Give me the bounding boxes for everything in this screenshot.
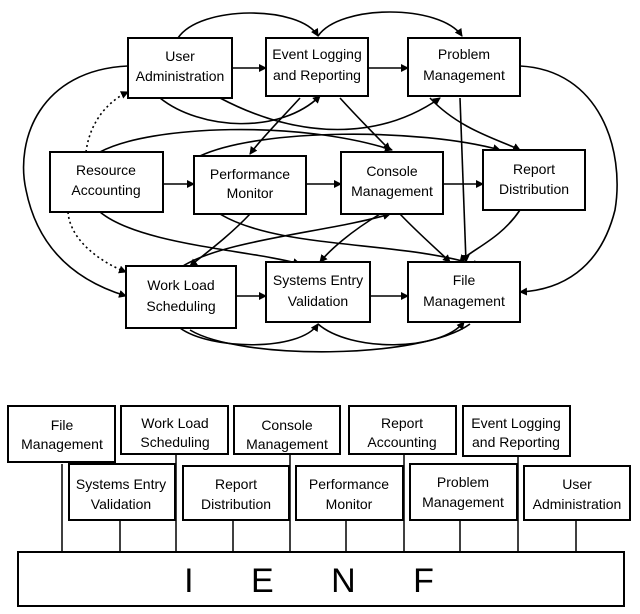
node-event-logging-line1: Event Logging <box>272 46 362 62</box>
node-performance-monitor[interactable]: Performance Monitor <box>193 155 307 215</box>
node-report-distribution-line2: Distribution <box>499 181 569 197</box>
bus-node-systems-entry-line2: Validation <box>91 496 151 512</box>
node-problem-management-line2: Management <box>423 67 505 83</box>
link-problem-file <box>459 97 470 263</box>
node-console-management-line1: Console <box>366 163 418 179</box>
node-console-management-line2: Management <box>351 183 433 199</box>
bus-node-work-load-line1: Work Load <box>141 415 208 431</box>
node-user-administration-line1: User <box>165 48 195 64</box>
node-event-logging-line2: and Reporting <box>273 67 361 83</box>
ienf-bus: I E N F <box>17 551 625 607</box>
bus-node-user-administration-line2: Administration <box>533 496 622 512</box>
node-event-logging[interactable]: Event Logging and Reporting <box>265 37 369 97</box>
bus-node-file-management-line2: Management <box>21 436 103 452</box>
node-work-load-scheduling-line1: Work Load <box>147 277 214 293</box>
node-report-distribution-line1: Report <box>513 161 555 177</box>
node-console-management[interactable]: Console Management <box>340 151 444 215</box>
bus-node-console-management-line1: Console <box>261 417 313 433</box>
link-arc-sysentry-file-bottom <box>317 321 465 346</box>
link-arc-user-event-top <box>177 12 319 39</box>
bus-node-user-administration-line1: User <box>562 476 592 492</box>
bus-node-event-logging[interactable]: Event Logging and Reporting <box>462 405 571 457</box>
node-resource-accounting-line2: Accounting <box>71 182 140 198</box>
bus-node-report-distribution-line1: Report <box>215 476 257 492</box>
link-resource-sysentry <box>99 211 301 266</box>
bus-node-problem-management-line2: Management <box>422 494 504 510</box>
node-file-management[interactable]: File Management <box>407 261 521 323</box>
link-perf-workload <box>189 213 251 267</box>
link-dotted-resource-user <box>85 91 129 153</box>
node-systems-entry-validation[interactable]: Systems Entry Validation <box>265 261 371 323</box>
link-workload-console <box>179 212 391 269</box>
link-arc-event-problem-top <box>317 11 463 37</box>
node-problem-management[interactable]: Problem Management <box>407 37 521 97</box>
node-systems-entry-validation-line2: Validation <box>288 293 348 309</box>
bus-node-event-logging-line1: Event Logging <box>471 415 561 431</box>
node-performance-monitor-line2: Monitor <box>227 185 274 201</box>
link-dotted-resource-workload <box>67 211 127 274</box>
node-systems-entry-validation-line1: Systems Entry <box>273 272 363 288</box>
node-user-administration[interactable]: User Administration <box>127 37 233 99</box>
bottom-lower-row: Systems Entry Validation Report Distribu… <box>68 463 631 521</box>
bus-node-performance-monitor-line2: Monitor <box>326 496 373 512</box>
bus-node-report-accounting[interactable]: Report Accounting <box>348 405 457 455</box>
node-report-distribution[interactable]: Report Distribution <box>482 149 586 211</box>
link-arc-workload-file-bottom <box>189 323 471 353</box>
link-user-event-lower <box>159 95 321 125</box>
top-diagram-connections <box>22 11 618 353</box>
bus-node-console-management-line2: Management <box>246 436 328 452</box>
bus-node-work-load-scheduling[interactable]: Work Load Scheduling <box>120 405 229 455</box>
bus-node-systems-entry-line1: Systems Entry <box>76 476 166 492</box>
link-report-file <box>459 209 521 263</box>
node-file-management-line1: File <box>453 272 476 288</box>
bus-node-work-load-line2: Scheduling <box>140 434 209 450</box>
node-resource-accounting-line1: Resource <box>76 162 136 178</box>
node-performance-monitor-line1: Performance <box>210 166 290 182</box>
bus-node-problem-management[interactable]: Problem Management <box>409 463 518 521</box>
node-user-administration-line2: Administration <box>136 68 225 84</box>
link-console-file <box>399 213 451 263</box>
link-console-sysentry <box>319 213 381 263</box>
link-user-problem <box>219 97 441 131</box>
bus-node-systems-entry-validation[interactable]: Systems Entry Validation <box>68 463 176 521</box>
link-arc-user-workload-left <box>22 65 129 298</box>
ienf-bus-label: I E N F <box>184 562 458 600</box>
node-problem-management-line1: Problem <box>438 46 490 62</box>
bus-node-report-distribution[interactable]: Report Distribution <box>182 465 290 521</box>
bottom-upper-row: File Management Work Load Scheduling Con… <box>7 405 571 463</box>
node-work-load-scheduling[interactable]: Work Load Scheduling <box>125 265 237 329</box>
link-resource-console <box>99 128 393 153</box>
link-arc-problem-file-right <box>519 65 618 296</box>
bus-node-user-administration[interactable]: User Administration <box>523 465 631 521</box>
bus-node-console-management[interactable]: Console Management <box>233 405 341 455</box>
top-diagram-nodes: User Administration Event Logging and Re… <box>49 37 586 329</box>
link-perf-file <box>219 213 481 268</box>
bus-node-report-accounting-line1: Report <box>381 415 423 431</box>
bus-node-file-management-line1: File <box>51 417 74 433</box>
node-resource-accounting[interactable]: Resource Accounting <box>49 151 164 213</box>
link-perf-report <box>199 133 501 157</box>
node-work-load-scheduling-line2: Scheduling <box>146 298 215 314</box>
bus-node-performance-monitor-line1: Performance <box>309 476 389 492</box>
link-arc-workload-sysentry-bottom <box>179 323 319 346</box>
bus-node-file-management[interactable]: File Management <box>7 405 116 463</box>
link-event-perf <box>249 97 301 155</box>
bus-node-problem-management-line1: Problem <box>437 474 489 490</box>
node-file-management-line2: Management <box>423 293 505 309</box>
bus-node-report-accounting-line2: Accounting <box>367 434 436 450</box>
link-problem-report <box>429 97 521 151</box>
bus-node-event-logging-line2: and Reporting <box>472 434 560 450</box>
bus-node-report-distribution-line2: Distribution <box>201 496 271 512</box>
bus-node-performance-monitor[interactable]: Performance Monitor <box>295 465 404 521</box>
